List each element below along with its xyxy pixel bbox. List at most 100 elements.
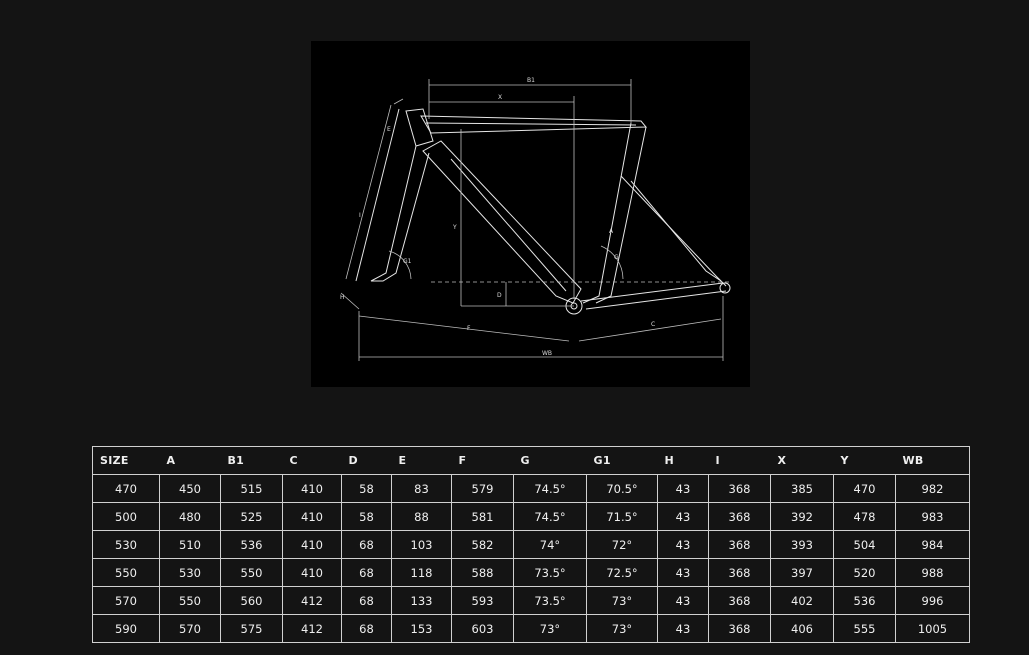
- table-cell: 520: [833, 558, 896, 587]
- table-cell: 43: [657, 530, 709, 559]
- table-cell: 480: [159, 502, 221, 531]
- table-cell: 555: [833, 614, 896, 643]
- table-cell: 58: [341, 502, 392, 531]
- frame-geometry-diagram: B1 X E I G1 Y A G D H F C WB: [311, 41, 750, 387]
- table-cell: 118: [391, 558, 452, 587]
- table-cell: 392: [770, 502, 834, 531]
- table-cell: 470: [833, 474, 896, 503]
- table-cell: 368: [708, 614, 771, 643]
- table-cell: 536: [220, 530, 283, 559]
- table-cell: 412: [282, 586, 342, 615]
- label-g1: G1: [403, 258, 412, 265]
- header-y: Y: [833, 446, 896, 475]
- table-cell: 368: [708, 558, 771, 587]
- table-cell: 412: [282, 614, 342, 643]
- table-cell: 43: [657, 586, 709, 615]
- table-cell: 368: [708, 530, 771, 559]
- table-cell: 593: [451, 586, 514, 615]
- table-cell: 153: [391, 614, 452, 643]
- table-cell: 582: [451, 530, 514, 559]
- label-d: D: [497, 292, 502, 299]
- table-cell: 478: [833, 502, 896, 531]
- table-cell: 515: [220, 474, 283, 503]
- table-cell: 988: [895, 558, 970, 587]
- table-cell: 368: [708, 502, 771, 531]
- table-cell: 410: [282, 474, 342, 503]
- table-cell: 996: [895, 586, 970, 615]
- table-cell: 73°: [513, 614, 587, 643]
- table-cell: 570: [159, 614, 221, 643]
- label-y: Y: [452, 224, 457, 231]
- table-cell: 536: [833, 586, 896, 615]
- table-cell: 402: [770, 586, 834, 615]
- table-cell: 74°: [513, 530, 587, 559]
- table-cell: 70.5°: [586, 474, 658, 503]
- header-size: SIZE: [92, 446, 160, 475]
- header-g1: G1: [586, 446, 658, 475]
- header-e: E: [391, 446, 452, 475]
- header-x: X: [770, 446, 834, 475]
- table-cell: 550: [159, 586, 221, 615]
- label-b1: B1: [527, 77, 535, 84]
- table-cell: 450: [159, 474, 221, 503]
- header-f: F: [451, 446, 514, 475]
- table-cell: 68: [341, 614, 392, 643]
- header-a: A: [159, 446, 221, 475]
- header-g: G: [513, 446, 587, 475]
- table-cell: 368: [708, 586, 771, 615]
- header-c: C: [282, 446, 342, 475]
- table-cell: 982: [895, 474, 970, 503]
- table-cell: 579: [451, 474, 514, 503]
- label-f: F: [467, 325, 471, 332]
- table-cell: 74.5°: [513, 502, 587, 531]
- label-h: H: [340, 294, 345, 301]
- table-cell: 43: [657, 614, 709, 643]
- table-cell: 570: [92, 586, 160, 615]
- table-cell: 581: [451, 502, 514, 531]
- table-header-row: SIZE A B1 C D E F G G1 H I X Y WB: [92, 446, 970, 475]
- table-cell: 575: [220, 614, 283, 643]
- table-cell: 133: [391, 586, 452, 615]
- table-cell: 603: [451, 614, 514, 643]
- table-cell: 103: [391, 530, 452, 559]
- header-h: H: [657, 446, 709, 475]
- table-cell: 590: [92, 614, 160, 643]
- label-a: A: [609, 228, 614, 235]
- table-cell: 73.5°: [513, 586, 587, 615]
- table-cell: 68: [341, 586, 392, 615]
- table-cell: 984: [895, 530, 970, 559]
- table-cell: 73°: [586, 586, 658, 615]
- table-cell: 550: [220, 558, 283, 587]
- table-cell: 588: [451, 558, 514, 587]
- table-cell: 73°: [586, 614, 658, 643]
- table-cell: 510: [159, 530, 221, 559]
- table-cell: 530: [159, 558, 221, 587]
- table-cell: 58: [341, 474, 392, 503]
- table-cell: 385: [770, 474, 834, 503]
- frame-outline: [355, 108, 731, 315]
- table-cell: 83: [391, 474, 452, 503]
- table-cell: 470: [92, 474, 160, 503]
- frame-drawing: B1 X E I G1 Y A G D H F C WB: [340, 77, 731, 361]
- table-cell: 410: [282, 530, 342, 559]
- table-cell: 406: [770, 614, 834, 643]
- table-cell: 43: [657, 502, 709, 531]
- label-e: E: [387, 126, 391, 133]
- table-cell: 550: [92, 558, 160, 587]
- label-i: I: [359, 212, 361, 219]
- table-cell: 983: [895, 502, 970, 531]
- table-cell: 368: [708, 474, 771, 503]
- table-cell: 410: [282, 558, 342, 587]
- table-cell: 410: [282, 502, 342, 531]
- table-cell: 393: [770, 530, 834, 559]
- label-x: X: [498, 94, 502, 101]
- table-cell: 72.5°: [586, 558, 658, 587]
- label-c: C: [651, 321, 655, 328]
